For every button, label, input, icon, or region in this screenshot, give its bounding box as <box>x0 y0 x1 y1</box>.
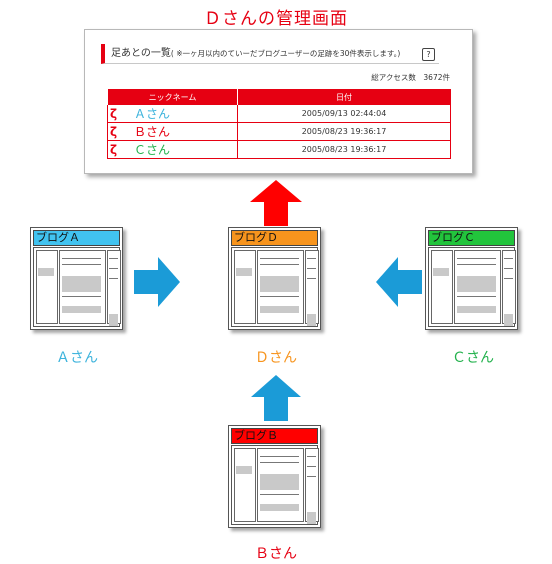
table-row: ζ Ｂさん 2005/08/23 19:36:17 <box>107 122 451 141</box>
placeholder-block <box>504 314 513 326</box>
blog-a-window: ブログＡ <box>30 227 123 330</box>
right-column <box>305 448 319 522</box>
blog-page-body <box>428 247 516 327</box>
blog-page-body <box>33 247 121 327</box>
left-column <box>234 448 256 522</box>
footprint-icon: ζ <box>110 143 118 157</box>
nickname-cell: ζ Ｃさん <box>107 140 238 159</box>
total-access-count: 総アクセス数 3672件 <box>371 73 450 82</box>
footprint-list-heading: 足あとの一覧( ※一ヶ月以内のていーだブログユーザーの足跡を30件表示します。)… <box>101 44 439 64</box>
heading-text: 足あとの一覧 <box>111 48 171 59</box>
placeholder-block <box>38 268 54 276</box>
blog-c-window: ブログＣ <box>425 227 518 330</box>
blog-c-title-bar: ブログＣ <box>428 230 515 246</box>
blog-page-body <box>231 445 319 525</box>
blog-a-title-bar: ブログＡ <box>33 230 120 246</box>
table-row: ζ Ａさん 2005/09/13 02:44:04 <box>107 104 451 123</box>
arrow-left-icon <box>376 257 422 307</box>
left-column <box>36 250 58 324</box>
user-b-label: Ｂさん <box>255 546 297 562</box>
placeholder-block <box>260 504 299 511</box>
nickname-cell: ζ Ａさん <box>107 104 238 123</box>
placeholder-block <box>260 276 299 292</box>
right-column <box>502 250 516 324</box>
table-row: ζ Ｃさん 2005/08/23 19:36:17 <box>107 140 451 159</box>
placeholder-block <box>260 474 299 490</box>
diagram-title: Ｄさんの管理画面 <box>204 9 348 29</box>
placeholder-block <box>307 314 316 326</box>
placeholder-block <box>62 306 101 313</box>
admin-panel-screenshot: 足あとの一覧( ※一ヶ月以内のていーだブログユーザーの足跡を30件表示します。)… <box>84 29 473 174</box>
date-cell: 2005/09/13 02:44:04 <box>237 104 451 123</box>
nickname-cell: ζ Ｂさん <box>107 122 238 141</box>
table-header-row: ニックネーム 日付 <box>107 89 451 105</box>
date-cell: 2005/08/23 19:36:17 <box>237 122 451 141</box>
blog-d-title-bar: ブログＤ <box>231 230 318 246</box>
placeholder-block <box>260 306 299 313</box>
placeholder-block <box>457 276 496 292</box>
placeholder-block <box>236 466 252 474</box>
placeholder-block <box>457 306 496 313</box>
placeholder-block <box>236 268 252 276</box>
column-header-date: 日付 <box>237 89 451 105</box>
help-icon: ? <box>422 48 435 61</box>
nickname: Ａさん <box>134 107 171 121</box>
placeholder-block <box>62 276 101 292</box>
placeholder-block <box>109 314 118 326</box>
user-c-label: Ｃさん <box>452 350 494 366</box>
footprint-table: ニックネーム 日付 ζ Ａさん 2005/09/13 02:44:04 ζ Ｂさ… <box>107 89 451 159</box>
user-a-label: Ａさん <box>56 350 98 366</box>
column-header-nickname: ニックネーム <box>107 89 238 105</box>
placeholder-block <box>433 268 449 276</box>
right-column <box>305 250 319 324</box>
date-cell: 2005/08/23 19:36:17 <box>237 140 451 159</box>
placeholder-block <box>307 512 316 524</box>
user-d-label: Ｄさん <box>255 350 297 366</box>
nickname: Ｃさん <box>134 143 171 157</box>
blog-page-body <box>231 247 319 327</box>
left-column <box>431 250 453 324</box>
blog-b-title-bar: ブログＢ <box>231 428 318 444</box>
blog-b-window: ブログＢ <box>228 425 321 528</box>
nickname: Ｂさん <box>134 125 171 139</box>
footprint-icon: ζ <box>110 125 118 139</box>
red-arrow-up-icon <box>250 180 302 226</box>
arrow-up-icon <box>251 375 301 421</box>
footprint-icon: ζ <box>110 107 118 121</box>
arrow-right-icon <box>134 257 180 307</box>
blog-d-window: ブログＤ <box>228 227 321 330</box>
right-column <box>107 250 121 324</box>
left-column <box>234 250 256 324</box>
heading-note: ( ※一ヶ月以内のていーだブログユーザーの足跡を30件表示します。) <box>170 49 401 58</box>
